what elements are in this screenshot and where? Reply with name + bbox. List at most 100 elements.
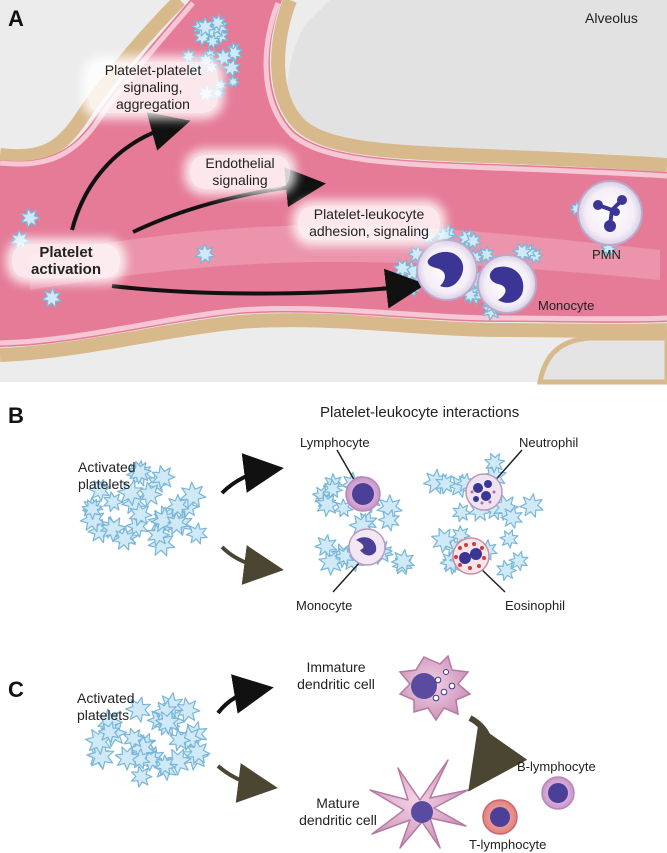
platelet bbox=[88, 479, 112, 502]
platelet bbox=[41, 287, 63, 308]
arrow-b-lower bbox=[220, 545, 284, 585]
platelet bbox=[496, 559, 518, 582]
platelets-panel-c bbox=[84, 692, 211, 788]
platelet bbox=[154, 754, 176, 776]
platelet bbox=[452, 502, 472, 523]
platelet bbox=[84, 727, 113, 756]
platelet bbox=[180, 47, 197, 64]
pmn-label: PMN bbox=[592, 247, 621, 262]
panel-b-artwork bbox=[79, 449, 544, 593]
platelet bbox=[122, 727, 145, 750]
activated-b-line2: platelets bbox=[78, 476, 131, 492]
platelet bbox=[195, 16, 216, 37]
arrow-c-upper bbox=[216, 674, 274, 715]
platelet bbox=[155, 710, 180, 735]
vessel-flow bbox=[30, 225, 660, 290]
platelet bbox=[314, 534, 338, 558]
platelet bbox=[499, 529, 519, 549]
b-lymphocyte-cell bbox=[541, 776, 575, 810]
platelet bbox=[194, 243, 216, 264]
immature-line1: Immature bbox=[306, 659, 366, 675]
vessel-wall-top-left bbox=[0, 0, 185, 164]
monocyte-label-a: Monocyte bbox=[538, 298, 595, 313]
activated-c-line1: Activated bbox=[77, 690, 135, 706]
platelet bbox=[130, 765, 153, 788]
immature-dendritic-cell bbox=[398, 654, 472, 722]
t-lymphocyte-cell bbox=[482, 799, 518, 835]
activated-b-line1: Activated bbox=[78, 459, 136, 475]
vessel-wall-bottom bbox=[0, 313, 667, 362]
platelet bbox=[204, 33, 220, 50]
alveolus-label: Alveolus bbox=[585, 10, 638, 26]
alveolus-lower bbox=[536, 335, 667, 385]
platelet bbox=[112, 526, 137, 551]
monocyte-leader bbox=[332, 561, 361, 593]
arrow-aggregation bbox=[70, 112, 191, 231]
mature-dc-label: Mature dendritic cell bbox=[282, 795, 394, 829]
monocyte-cell-b bbox=[348, 528, 386, 566]
platelet bbox=[500, 506, 523, 529]
platelet bbox=[226, 75, 240, 89]
platelet bbox=[125, 696, 151, 723]
panel-c-artwork bbox=[84, 654, 575, 849]
platelet-platelet-line3: aggregation bbox=[116, 96, 190, 112]
adhesion-label: Platelet-leukocyte adhesion, signaling bbox=[298, 206, 440, 240]
panel-b-letter: B bbox=[8, 403, 24, 428]
immature-dc-label: Immature dendritic cell bbox=[278, 659, 394, 693]
b-lymphocyte-label: B-lymphocyte bbox=[517, 759, 596, 774]
activation-line2: activation bbox=[30, 261, 102, 278]
endothelial-line1: Endothelial bbox=[205, 155, 275, 171]
platelet bbox=[221, 58, 241, 78]
arrow-leukocyte bbox=[111, 268, 426, 309]
panel-a-artwork bbox=[0, 0, 667, 385]
endothelial-label: Endothelial signaling bbox=[190, 155, 290, 189]
platelet bbox=[128, 460, 152, 485]
adhesion-line2: adhesion, signaling bbox=[309, 223, 429, 239]
platelet bbox=[177, 725, 203, 751]
platelet bbox=[168, 728, 191, 752]
monocyte-cell-1 bbox=[416, 239, 478, 301]
neutrophil-leader bbox=[491, 449, 523, 485]
platelet bbox=[103, 491, 124, 513]
platelet bbox=[20, 207, 41, 229]
platelet bbox=[117, 479, 144, 506]
platelet bbox=[81, 499, 103, 520]
endothelium-top-right bbox=[263, 2, 667, 179]
monocyte-cell-2 bbox=[477, 254, 537, 314]
platelet-platelet-line1: Platelet-platelet bbox=[104, 62, 202, 78]
vessel-wall-top-right bbox=[271, 0, 667, 172]
lymphocyte-label: Lymphocyte bbox=[300, 435, 370, 450]
platelet bbox=[114, 746, 140, 771]
platelet bbox=[214, 47, 234, 67]
endothelium-top-left bbox=[0, 1, 195, 167]
platelet bbox=[164, 511, 189, 536]
platelet bbox=[185, 739, 211, 765]
platelet bbox=[390, 548, 415, 574]
activated-platelets-c: Activated platelets bbox=[77, 690, 135, 724]
platelet-activation-label: Platelet activation bbox=[12, 244, 120, 278]
platelet bbox=[137, 481, 163, 507]
platelet bbox=[431, 527, 457, 554]
activated-platelets-b: Activated platelets bbox=[78, 459, 136, 493]
monocyte-label-b: Monocyte bbox=[296, 598, 353, 613]
platelet-platelet-line2: signaling, bbox=[123, 79, 183, 95]
lymphocyte-cell bbox=[345, 476, 381, 512]
neutrophil-cell bbox=[465, 473, 503, 511]
platelet bbox=[334, 545, 355, 567]
eosinophil-label: Eosinophil bbox=[505, 598, 565, 613]
platelet bbox=[435, 473, 457, 495]
arrow-endothelial bbox=[132, 167, 326, 234]
platelet bbox=[151, 465, 176, 490]
alveolus-upper bbox=[287, 0, 667, 160]
platelet bbox=[165, 493, 190, 518]
platelet bbox=[179, 481, 207, 509]
platelet bbox=[377, 509, 400, 532]
platelet bbox=[484, 452, 506, 474]
activation-line1: Platelet bbox=[39, 244, 93, 261]
t-lymphocyte-label: T-lymphocyte bbox=[469, 837, 547, 852]
neutrophil-label: Neutrophil bbox=[519, 435, 579, 450]
platelet bbox=[128, 502, 153, 527]
endothelium-bottom bbox=[0, 306, 667, 346]
